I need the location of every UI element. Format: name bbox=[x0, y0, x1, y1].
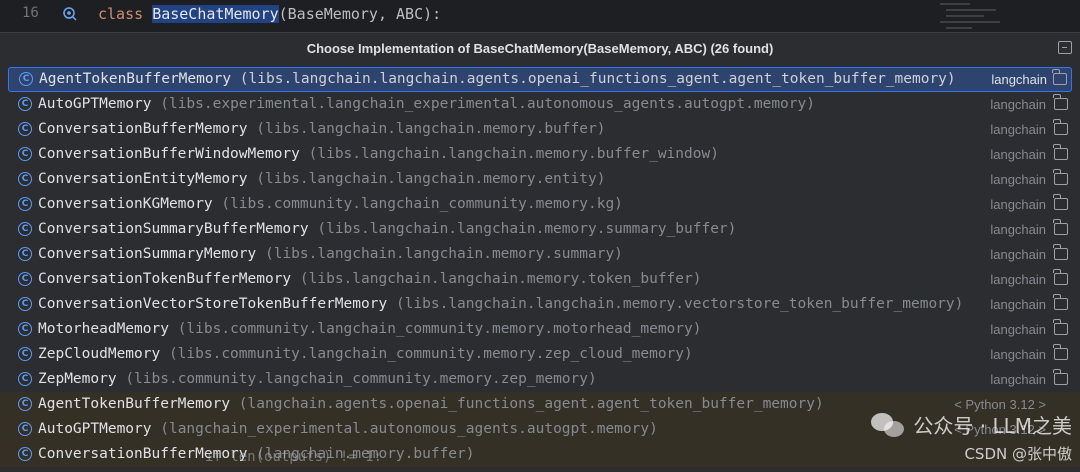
item-source: langchain bbox=[990, 297, 1046, 312]
class-icon: C bbox=[18, 397, 32, 411]
list-item[interactable]: C AgentTokenBufferMemory (langchain.agen… bbox=[0, 392, 1080, 417]
code-keyword: class bbox=[98, 5, 153, 23]
item-source: langchain bbox=[991, 72, 1047, 87]
list-item[interactable]: C ConversationEntityMemory (libs.langcha… bbox=[0, 167, 1080, 192]
folder-icon bbox=[1053, 369, 1068, 385]
class-icon: C bbox=[18, 347, 32, 361]
item-label: ConversationKGMemory (libs.community.lan… bbox=[38, 196, 623, 212]
class-icon: C bbox=[18, 172, 32, 186]
implementation-list: C AgentTokenBufferMemory (libs.langchain… bbox=[0, 67, 1080, 467]
line-number: 16 bbox=[22, 5, 39, 21]
item-source: langchain bbox=[990, 97, 1046, 112]
watermark-text: 公众号 · LLM之美 bbox=[913, 414, 1072, 438]
folder-icon bbox=[1053, 194, 1068, 210]
class-icon: C bbox=[18, 447, 32, 461]
folder-icon bbox=[1053, 144, 1068, 160]
open-in-find-window-icon[interactable] bbox=[1058, 41, 1072, 54]
list-item[interactable]: C ZepCloudMemory (libs.community.langcha… bbox=[0, 342, 1080, 367]
list-item[interactable]: C ConversationSummaryBufferMemory (libs.… bbox=[0, 217, 1080, 242]
item-source: < Python 3.12 > bbox=[954, 422, 1046, 437]
folder-icon bbox=[1053, 294, 1068, 310]
folder-icon bbox=[1053, 244, 1068, 260]
folder-icon bbox=[1053, 219, 1068, 235]
list-item[interactable]: C AutoGPTMemory (libs.experimental.langc… bbox=[0, 92, 1080, 117]
folder-icon bbox=[1053, 94, 1068, 110]
folder-icon bbox=[1052, 69, 1067, 85]
class-icon: C bbox=[18, 247, 32, 261]
item-label: AgentTokenBufferMemory (libs.langchain.l… bbox=[39, 71, 956, 87]
list-item[interactable]: C MotorheadMemory (libs.community.langch… bbox=[0, 317, 1080, 342]
item-label: ConversationSummaryMemory (libs.langchai… bbox=[38, 246, 623, 262]
item-source: langchain bbox=[990, 172, 1046, 187]
class-icon: C bbox=[18, 197, 32, 211]
item-label: ConversationSummaryBufferMemory (libs.la… bbox=[38, 221, 737, 237]
list-item[interactable]: C ConversationSummaryMemory (libs.langch… bbox=[0, 242, 1080, 267]
code-class-name: BaseChatMemory bbox=[152, 5, 279, 23]
watermark-credit: CSDN @张中傲 bbox=[964, 445, 1072, 463]
folder-icon bbox=[1053, 269, 1068, 285]
class-icon: C bbox=[18, 222, 32, 236]
item-label: AutoGPTMemory (libs.experimental.langcha… bbox=[38, 96, 815, 112]
implementations-gutter-icon[interactable] bbox=[62, 6, 78, 22]
list-item[interactable]: C ConversationTokenBufferMemory (libs.la… bbox=[0, 267, 1080, 292]
item-label: ConversationVectorStoreTokenBufferMemory… bbox=[38, 296, 964, 312]
choose-implementation-popup: Choose Implementation of BaseChatMemory(… bbox=[0, 32, 1080, 472]
item-label: ConversationBufferMemory (libs.langchain… bbox=[38, 121, 606, 137]
underlying-code-line: if len(outputs) != 1: bbox=[205, 449, 383, 465]
code-line[interactable]: class BaseChatMemory(BaseMemory, ABC): bbox=[98, 5, 441, 23]
list-item[interactable]: C ConversationBufferMemory (langchain.me… bbox=[0, 442, 1080, 467]
item-label: ConversationTokenBufferMemory (libs.lang… bbox=[38, 271, 702, 287]
class-icon: C bbox=[18, 422, 32, 436]
item-source: < Python 3.12 > bbox=[954, 397, 1046, 412]
class-icon: C bbox=[18, 322, 32, 336]
code-rest: (BaseMemory, ABC): bbox=[278, 5, 442, 23]
item-source: langchain bbox=[990, 247, 1046, 262]
list-item[interactable]: C ConversationBufferMemory (libs.langcha… bbox=[0, 117, 1080, 142]
class-icon: C bbox=[18, 272, 32, 286]
item-label: ZepMemory (libs.community.langchain_comm… bbox=[38, 371, 597, 387]
item-source: langchain bbox=[990, 322, 1046, 337]
item-source: langchain bbox=[990, 147, 1046, 162]
class-icon: C bbox=[18, 122, 32, 136]
item-source: langchain bbox=[990, 122, 1046, 137]
item-source: langchain bbox=[990, 347, 1046, 362]
class-icon: C bbox=[18, 97, 32, 111]
folder-icon bbox=[1053, 344, 1068, 360]
folder-icon bbox=[1053, 119, 1068, 135]
item-label: ZepCloudMemory (libs.community.langchain… bbox=[38, 346, 693, 362]
item-source: langchain bbox=[990, 222, 1046, 237]
item-label: ConversationBufferMemory (langchain.memo… bbox=[38, 446, 475, 462]
class-icon: C bbox=[19, 72, 33, 86]
minimap[interactable] bbox=[940, 0, 1020, 30]
wechat-logo-icon bbox=[871, 411, 907, 439]
item-source: langchain bbox=[990, 197, 1046, 212]
list-item[interactable]: C ConversationKGMemory (libs.community.l… bbox=[0, 192, 1080, 217]
list-item[interactable]: C ZepMemory (libs.community.langchain_co… bbox=[0, 367, 1080, 392]
watermark: 公众号 · LLM之美 bbox=[871, 410, 1072, 439]
item-source: langchain bbox=[990, 272, 1046, 287]
item-label: MotorheadMemory (libs.community.langchai… bbox=[38, 321, 702, 337]
item-label: AutoGPTMemory (langchain_experimental.au… bbox=[38, 421, 658, 437]
class-icon: C bbox=[18, 372, 32, 386]
popup-title: Choose Implementation of BaseChatMemory(… bbox=[306, 41, 774, 56]
item-source: langchain bbox=[990, 372, 1046, 387]
editor-line: 16 class BaseChatMemory(BaseMemory, ABC)… bbox=[0, 0, 1080, 32]
class-icon: C bbox=[18, 297, 32, 311]
folder-icon bbox=[1053, 319, 1068, 335]
list-item[interactable]: C AgentTokenBufferMemory (libs.langchain… bbox=[8, 67, 1072, 92]
item-label: ConversationEntityMemory (libs.langchain… bbox=[38, 171, 606, 187]
list-item[interactable]: C ConversationBufferWindowMemory (libs.l… bbox=[0, 142, 1080, 167]
popup-header: Choose Implementation of BaseChatMemory(… bbox=[0, 33, 1080, 65]
item-label: ConversationBufferWindowMemory (libs.lan… bbox=[38, 146, 719, 162]
class-icon: C bbox=[18, 147, 32, 161]
list-item[interactable]: C ConversationVectorStoreTokenBufferMemo… bbox=[0, 292, 1080, 317]
folder-icon bbox=[1053, 169, 1068, 185]
item-label: AgentTokenBufferMemory (langchain.agents… bbox=[38, 396, 824, 412]
